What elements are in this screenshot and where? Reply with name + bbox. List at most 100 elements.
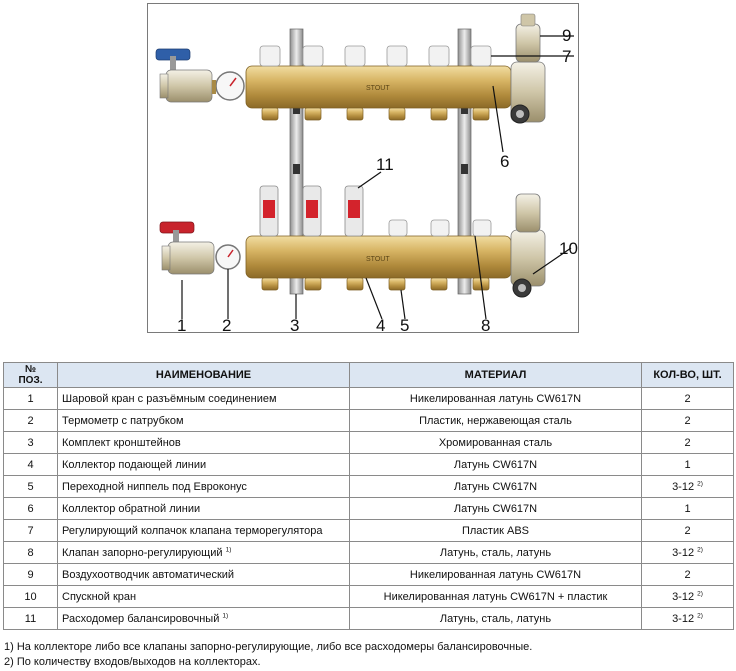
cell-name-text: Шаровой кран с разъёмным соединением	[62, 392, 277, 405]
cell-name-text: Термометр с патрубком	[62, 414, 184, 427]
cell-quantity: 2	[641, 409, 734, 432]
cell-material-text: Пластик, нержавеющая сталь	[419, 414, 572, 427]
callout-5: 5	[400, 316, 410, 333]
cell-material: Латунь CW617N	[349, 497, 642, 520]
cell-position: 3	[3, 431, 58, 454]
table-row: 3 Комплект кронштейнов Хромированная сталь…	[3, 431, 734, 454]
cell-material: Пластик, нержавеющая сталь	[349, 409, 642, 432]
cell-quantity: 1	[641, 497, 734, 520]
cell-position: 1	[3, 387, 58, 410]
cell-position: 5	[3, 475, 58, 498]
cell-quantity: 2	[641, 387, 734, 410]
cell-name-footnote-ref: 1)	[225, 545, 232, 553]
cell-quantity: 3-12 2)	[641, 607, 734, 630]
flowmeters	[259, 185, 364, 237]
cell-quantity: 2	[641, 431, 734, 454]
table-row: 5 Переходной ниппель под Евроконус Латунь …	[3, 475, 734, 498]
cell-material-text: Латунь, сталь, латунь	[439, 612, 552, 625]
table-row: 4 Коллектор подающей линии Латунь CW617N 1	[3, 453, 734, 476]
table-row: 8 Клапан запорно-регулирующий 1) Латунь, с…	[3, 541, 734, 564]
table-row: 2 Термометр с патрубком Пластик, нержавеющ…	[3, 409, 734, 432]
manifold-drawing: STOUT	[155, 13, 574, 320]
cell-name: Коллектор обратной линии	[57, 497, 350, 520]
cell-position: 9	[3, 563, 58, 586]
cell-material-text: Латунь CW617N	[453, 480, 538, 493]
cell-quantity: 1	[641, 453, 734, 476]
return-manifold: STOUT	[155, 13, 546, 124]
cell-position: 10	[3, 585, 58, 608]
cell-material-text: Никелированная латунь CW617N	[409, 568, 582, 581]
air-vent-bottom	[515, 193, 541, 233]
cell-quantity-text: 1	[684, 502, 691, 515]
cell-name-text: Переходной ниппель под Евроконус	[62, 480, 247, 493]
cell-position: 2	[3, 409, 58, 432]
cell-material: Латунь, сталь, латунь	[349, 541, 642, 564]
manifold-illustration: STOUT	[147, 3, 579, 333]
cell-quantity-text: 3-12	[672, 546, 695, 559]
table-row: 9 Воздухоотводчик автоматический Никелиров…	[3, 563, 734, 586]
cell-material: Хромированная сталь	[349, 431, 642, 454]
cell-name: Регулирующий колпачок клапана терморегул…	[57, 519, 350, 542]
cell-quantity: 2	[641, 563, 734, 586]
cell-quantity: 2	[641, 519, 734, 542]
header-name: НАИМЕНОВАНИЕ	[57, 362, 350, 388]
cell-material-text: Латунь CW617N	[453, 502, 538, 515]
cell-name-text: Клапан запорно-регулирующий	[62, 546, 223, 559]
cell-material: Латунь CW617N	[349, 453, 642, 476]
cell-name-text: Коллектор подающей линии	[62, 458, 207, 471]
cell-name: Шаровой кран с разъёмным соединением	[57, 387, 350, 410]
cell-material-text: Хромированная сталь	[438, 436, 553, 449]
cell-name-text: Регулирующий колпачок клапана терморегул…	[62, 524, 323, 537]
callout-1: 1	[177, 316, 187, 333]
cell-quantity-text: 3-12	[672, 612, 695, 625]
cell-name: Термометр с патрубком	[57, 409, 350, 432]
cell-quantity-text: 3-12	[672, 590, 695, 603]
cell-quantity-footnote-ref: 2)	[697, 611, 703, 619]
cell-position: 6	[3, 497, 58, 520]
cell-name-text: Комплект кронштейнов	[62, 436, 181, 449]
table-row: 10 Спускной кран Никелированная латунь CW6…	[3, 585, 734, 608]
cell-position: 4	[3, 453, 58, 476]
cell-position-text: 9	[27, 568, 34, 581]
cell-quantity-text: 2	[684, 568, 691, 581]
cell-material: Никелированная латунь CW617N	[349, 563, 642, 586]
cell-position-text: 8	[27, 546, 34, 559]
cell-quantity-text: 2	[684, 436, 691, 449]
svg-text:STOUT: STOUT	[366, 85, 390, 92]
cell-material-text: Никелированная латунь CW617N + пластик	[383, 590, 608, 603]
cell-material: Никелированная латунь CW617N + пластик	[349, 585, 642, 608]
callout-9: 9	[562, 26, 572, 45]
supply-manifold: STOUT	[159, 185, 546, 298]
cell-position-text: 10	[24, 590, 37, 603]
cell-quantity: 3-12 2)	[641, 585, 734, 608]
callout-2: 2	[222, 316, 232, 333]
cell-position-text: 1	[27, 392, 34, 405]
cell-name: Воздухоотводчик автоматический	[57, 563, 350, 586]
cell-material-text: Никелированная латунь CW617N	[409, 392, 582, 405]
cell-quantity: 3-12 2)	[641, 475, 734, 498]
header-material: МАТЕРИАЛ	[349, 362, 642, 388]
cell-quantity-text: 2	[684, 524, 691, 537]
cell-position-text: 4	[27, 458, 34, 471]
leader-lines	[181, 35, 574, 320]
cell-quantity-text: 3-12	[672, 480, 695, 493]
table-row: 1 Шаровой кран с разъёмным соединением Ник…	[3, 387, 734, 410]
cell-quantity-footnote-ref: 2)	[697, 545, 703, 553]
cell-name: Комплект кронштейнов	[57, 431, 350, 454]
cell-position-text: 5	[27, 480, 34, 493]
cell-material-text: Латунь CW617N	[453, 458, 538, 471]
cell-name-text: Воздухоотводчик автоматический	[62, 568, 235, 581]
cell-name: Расходомер балансировочный 1)	[57, 607, 350, 630]
cell-name-footnote-ref: 1)	[222, 611, 229, 619]
cell-name-text: Расходомер балансировочный	[62, 612, 220, 625]
footnote-1: 1) На коллекторе либо все клапаны запорн…	[4, 641, 533, 653]
table-row: 7 Регулирующий колпачок клапана терморегу…	[3, 519, 734, 542]
cell-quantity-footnote-ref: 2)	[697, 479, 703, 487]
cell-name: Спускной кран	[57, 585, 350, 608]
cell-position: 7	[3, 519, 58, 542]
header-quantity: КОЛ-ВО, ШТ.	[641, 362, 734, 388]
cell-material: Латунь CW617N	[349, 475, 642, 498]
